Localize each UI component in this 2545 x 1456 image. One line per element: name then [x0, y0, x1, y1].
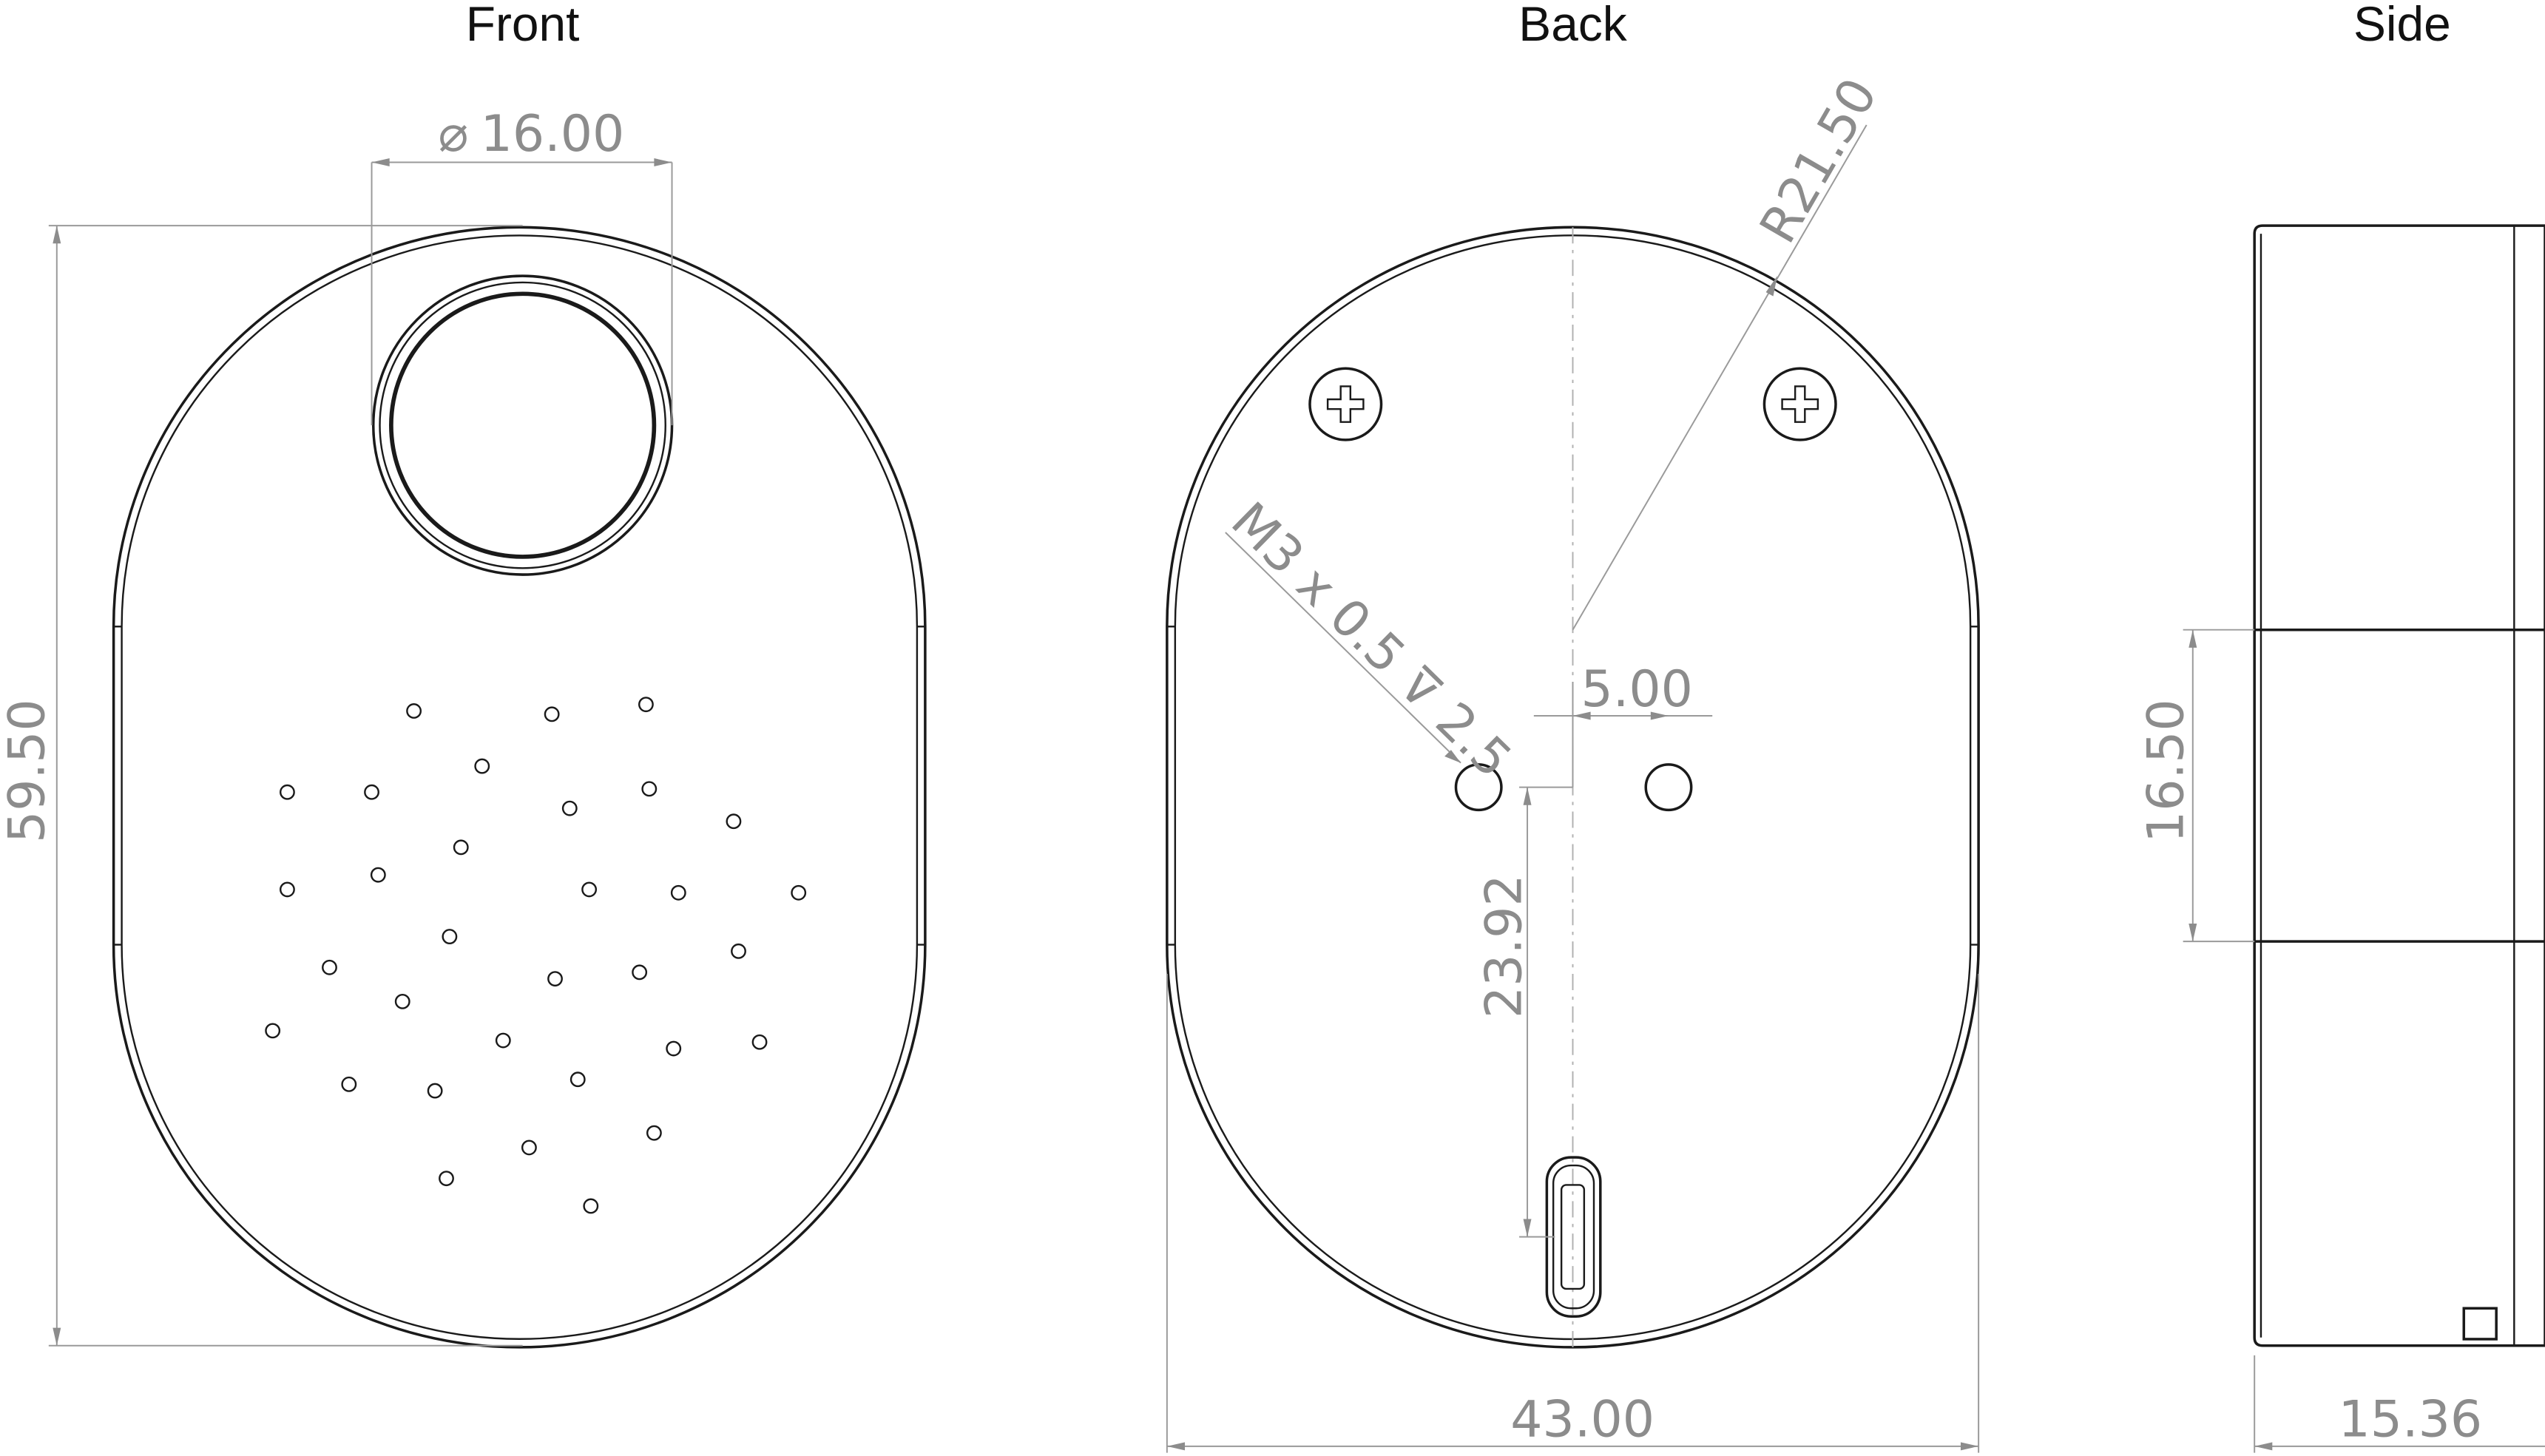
side-view: 16.50 15.36	[2137, 224, 2545, 1453]
usb-offset-value: 23.92	[1475, 874, 1533, 1018]
button-cap	[389, 291, 657, 559]
speaker-grille	[265, 697, 807, 1214]
thickness-value: 15.36	[2339, 1391, 2483, 1449]
band-height-value: 16.50	[2137, 699, 2196, 843]
screw-right	[1762, 367, 1837, 441]
back-view: R21.50 M3 x 0.5 ⊽ 2.5 5.00 23.92	[1166, 69, 1980, 1453]
screw-callout: M3 x 0.5 ⊽ 2.5	[1220, 492, 1522, 790]
side-outline	[2253, 224, 2545, 1347]
front-outer-outline	[112, 226, 927, 1349]
usb-offset-dimension: 23.92	[1475, 786, 1573, 1238]
hole-spacing-value: 5.00	[1581, 660, 1692, 719]
thickness-dimension: 15.36	[2254, 1355, 2545, 1453]
back-view-title: Back	[1518, 0, 1627, 51]
screw-callout-text: M3 x 0.5 ⊽ 2.5	[1220, 492, 1522, 790]
width-value: 43.00	[1510, 1391, 1655, 1449]
radius-dimension: R21.50	[1572, 69, 1889, 631]
diameter-symbol: ⌀	[439, 105, 469, 163]
mount-hole-right	[1644, 763, 1693, 812]
screw-left	[1308, 367, 1383, 441]
front-view: ⌀ 16.00 59.50	[0, 105, 927, 1349]
side-view-title: Side	[2353, 0, 2451, 51]
radius-value: R21.50	[1749, 69, 1889, 253]
hole-spacing-dimension: 5.00	[1533, 660, 1713, 788]
button-outer-ring	[371, 274, 674, 576]
button-diameter-dimension: ⌀ 16.00	[371, 105, 673, 426]
button-diameter-value: 16.00	[481, 105, 625, 163]
usb-c-port	[1545, 1156, 1602, 1318]
side-port-square	[2462, 1307, 2498, 1341]
width-dimension: 43.00	[1166, 974, 1980, 1453]
band-height-dimension: 16.50	[2137, 629, 2255, 943]
height-dimension: 59.50	[0, 225, 523, 1347]
height-value: 59.50	[0, 699, 56, 843]
mount-hole-left	[1454, 763, 1503, 812]
front-view-title: Front	[466, 0, 580, 51]
front-inner-outline	[121, 234, 919, 1341]
